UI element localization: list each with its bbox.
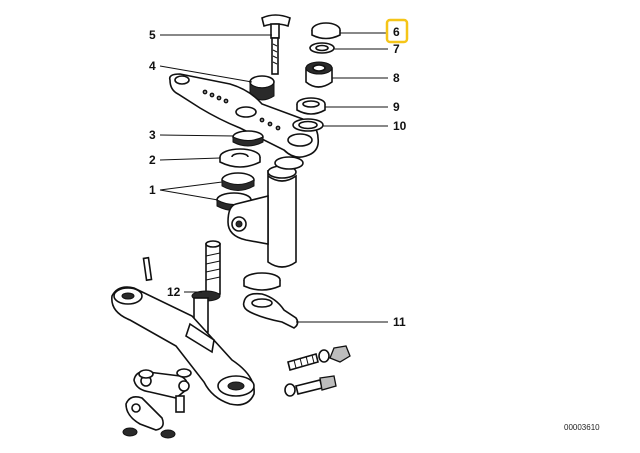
part-4-bushing[interactable] [249, 75, 275, 101]
part-9-ring[interactable] [296, 97, 326, 115]
callout-12[interactable]: 12 [167, 285, 181, 299]
callout-2[interactable]: 2 [149, 153, 156, 167]
screws-and-nuts[interactable] [284, 345, 351, 397]
callout-6-highlight [385, 18, 409, 44]
pin[interactable] [142, 256, 153, 282]
callout-8[interactable]: 8 [393, 71, 400, 85]
diagram-reference-number: 00003610 [564, 423, 600, 432]
part-2-seal[interactable] [219, 148, 261, 168]
callout-4[interactable]: 4 [149, 59, 156, 73]
part-8-nut[interactable] [305, 61, 333, 88]
steering-stop-bracket[interactable] [122, 368, 192, 439]
callout-5[interactable]: 5 [149, 28, 156, 42]
part-5-t-bolt[interactable] [261, 14, 291, 75]
callout-10[interactable]: 10 [393, 119, 407, 133]
callout-11[interactable]: 11 [393, 315, 406, 329]
part-12-stem[interactable] [191, 240, 221, 333]
leader-lines [159, 32, 388, 323]
upper-triple-clamp[interactable] [168, 73, 320, 158]
lower-triple-clamp[interactable] [111, 286, 255, 406]
callout-7[interactable]: 7 [393, 42, 400, 56]
part-6-cap[interactable] [311, 22, 341, 40]
callout-3[interactable]: 3 [149, 128, 156, 142]
part-10-washer[interactable] [292, 118, 324, 132]
callout-9[interactable]: 9 [393, 100, 400, 114]
callout-6[interactable]: 6 [393, 25, 400, 39]
part-3-ring[interactable] [232, 130, 264, 147]
part-11-race-lever[interactable] [242, 272, 299, 329]
part-7-washer[interactable] [309, 42, 335, 54]
callout-1[interactable]: 1 [149, 183, 156, 197]
steering-head-frame[interactable] [227, 156, 304, 268]
